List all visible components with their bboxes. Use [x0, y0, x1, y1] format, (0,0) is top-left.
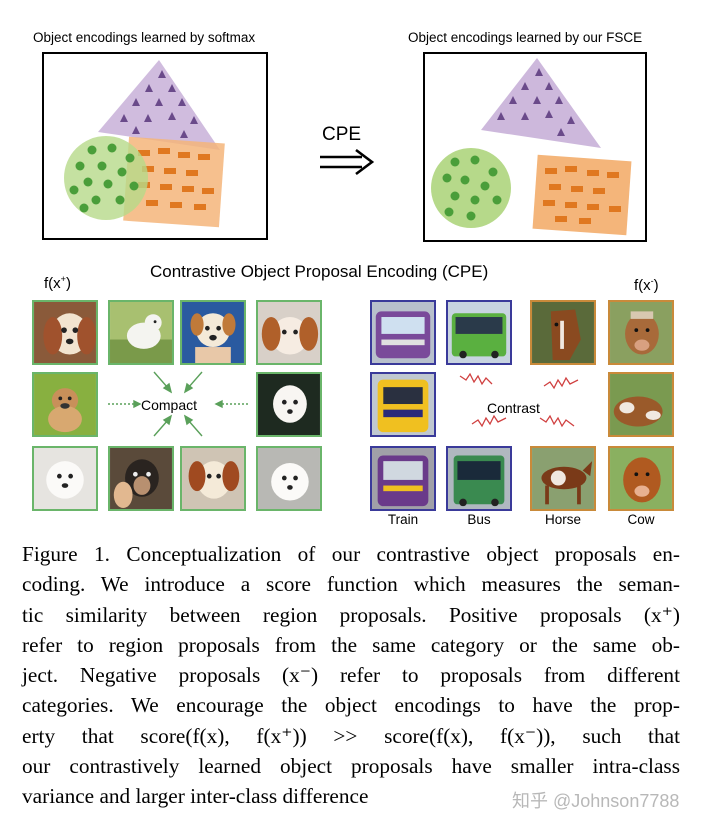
dog-proposal-image: [32, 372, 98, 437]
caption-line: coding. We introduce a score function wh…: [22, 572, 680, 597]
bus-proposal-image: [446, 300, 512, 365]
dog-proposal-image: [108, 300, 174, 365]
dog-proposal-image: [32, 446, 98, 511]
train-proposal-image: [370, 446, 436, 511]
dog-proposal-image: [256, 300, 322, 365]
caption-line: ject. Negative proposals (x⁻) refer to p…: [22, 663, 680, 688]
double-arrow-icon: [320, 148, 375, 176]
watermark: 知乎 @Johnson7788: [512, 791, 680, 811]
negative-function-label: f(x-): [634, 276, 659, 294]
compact-arrows: [108, 371, 248, 437]
triangle-markers: [497, 68, 575, 136]
horse-proposal-image: [530, 446, 596, 511]
left-panel-title: Object encodings learned by softmax: [33, 30, 256, 45]
dog-proposal-image: [32, 300, 98, 365]
caption-line: our contrastively learned object proposa…: [22, 754, 680, 779]
compact-label: Compact: [141, 397, 198, 413]
triangle-cluster: [481, 58, 601, 148]
train-proposal-image: [370, 300, 436, 365]
cow-proposal-image: [608, 300, 674, 365]
fsce-encoding-diagram: [431, 58, 632, 236]
cow-proposal-image: [608, 446, 674, 511]
category-label-cow: Cow: [627, 512, 655, 527]
contrast-label: Contrast: [487, 400, 540, 416]
category-label-bus: Bus: [467, 512, 491, 527]
rectangle-cluster: [532, 154, 632, 236]
caption-line: variance and larger inter-class differen…: [22, 784, 369, 809]
cow-proposal-image: [608, 372, 674, 437]
dog-proposal-image: [256, 446, 322, 511]
dog-proposal-image: [108, 446, 174, 511]
circle-markers: [69, 143, 139, 213]
right-panel-title: Object encodings learned by our FSCE: [408, 30, 643, 45]
softmax-encoding-panel: [42, 52, 268, 240]
dog-proposal-image: [256, 372, 322, 437]
dog-proposal-image: [180, 446, 246, 511]
circle-markers: [442, 155, 502, 221]
bus-proposal-image: [446, 446, 512, 511]
cpe-arrow-label: CPE: [322, 124, 362, 145]
rectangle-markers: [138, 148, 214, 210]
caption-line: erty that score(f(x), f(x⁺)) >> score(f(…: [22, 723, 680, 748]
softmax-encoding-diagram: [64, 60, 225, 228]
figure-caption: Figure 1. Conceptualization of our contr…: [22, 539, 680, 812]
caption-line: tic similarity between region proposals.…: [22, 602, 680, 627]
circle-cluster: [64, 136, 148, 220]
contrast-zigzags: [459, 372, 579, 428]
category-label-horse: Horse: [544, 512, 581, 527]
dog-proposal-image: [180, 300, 246, 365]
caption-line: refer to region proposals from the same …: [22, 632, 680, 657]
fsce-encoding-panel: [423, 52, 647, 242]
triangle-markers: [120, 70, 198, 138]
rectangle-markers: [543, 166, 621, 224]
horse-proposal-image: [530, 300, 596, 365]
category-label-train: Train: [387, 512, 419, 527]
caption-line: categories. We encourage the object enco…: [22, 693, 680, 718]
positive-function-label: f(x+): [44, 274, 71, 292]
cpe-section-title: Contrastive Object Proposal Encoding (CP…: [150, 262, 489, 281]
caption-line: Figure 1. Conceptualization of our contr…: [22, 542, 680, 566]
train-proposal-image: [370, 372, 436, 437]
